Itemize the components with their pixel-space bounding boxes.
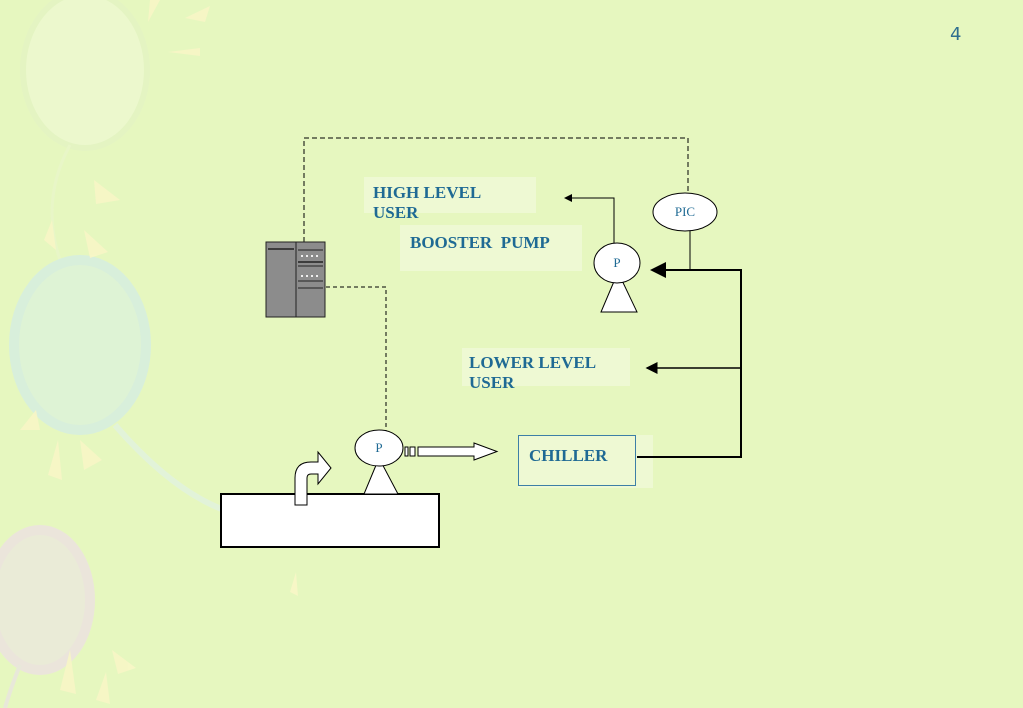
- high-level-user-line-1: HIGH LEVEL: [373, 183, 482, 202]
- page-number: 4: [950, 24, 962, 45]
- high-level-user-label-bg: [364, 177, 536, 213]
- chiller-outlet-line: [637, 262, 742, 458]
- high-level-branch-line: [564, 194, 615, 243]
- suction-arrow-icon: [294, 450, 332, 506]
- pic-instrument-icon: [652, 192, 718, 232]
- main-pump-icon: [354, 429, 404, 467]
- lower-level-user-line-1: LOWER LEVEL: [469, 353, 597, 372]
- signal-line-pic: [303, 137, 689, 242]
- booster-pump-label: BOOSTER PUMP: [410, 233, 550, 252]
- main-pump-label-letter: P: [375, 440, 383, 455]
- flow-arrow-to-chiller-icon: [404, 442, 499, 461]
- control-panel-icon: [265, 241, 326, 318]
- booster-pump-label-letter: P: [613, 255, 621, 270]
- high-level-user-line-2: USER: [373, 203, 419, 222]
- chiller-label: CHILLER: [529, 446, 608, 465]
- lower-level-user-label: LOWER LEVEL USER: [469, 353, 596, 393]
- booster-pump-icon: [593, 242, 641, 284]
- main-pump-base-icon: [363, 456, 399, 495]
- lower-level-user-label-bg: [462, 348, 630, 386]
- signal-line-pump: [326, 286, 387, 432]
- balloon-top-icon: [20, 0, 150, 151]
- balloon-bottom-icon: [0, 525, 95, 675]
- chiller-box: [518, 435, 636, 486]
- booster-pump-label-bg: [400, 225, 582, 271]
- tank-icon: [220, 493, 440, 548]
- high-level-user-label: HIGH LEVEL USER: [373, 183, 481, 223]
- chiller-label-bg: [518, 435, 653, 488]
- pic-instrument-label: PIC: [674, 204, 696, 219]
- lower-level-user-line-2: USER: [469, 373, 515, 392]
- booster-pump-base-icon: [600, 270, 638, 313]
- balloon-middle-icon: [9, 255, 151, 435]
